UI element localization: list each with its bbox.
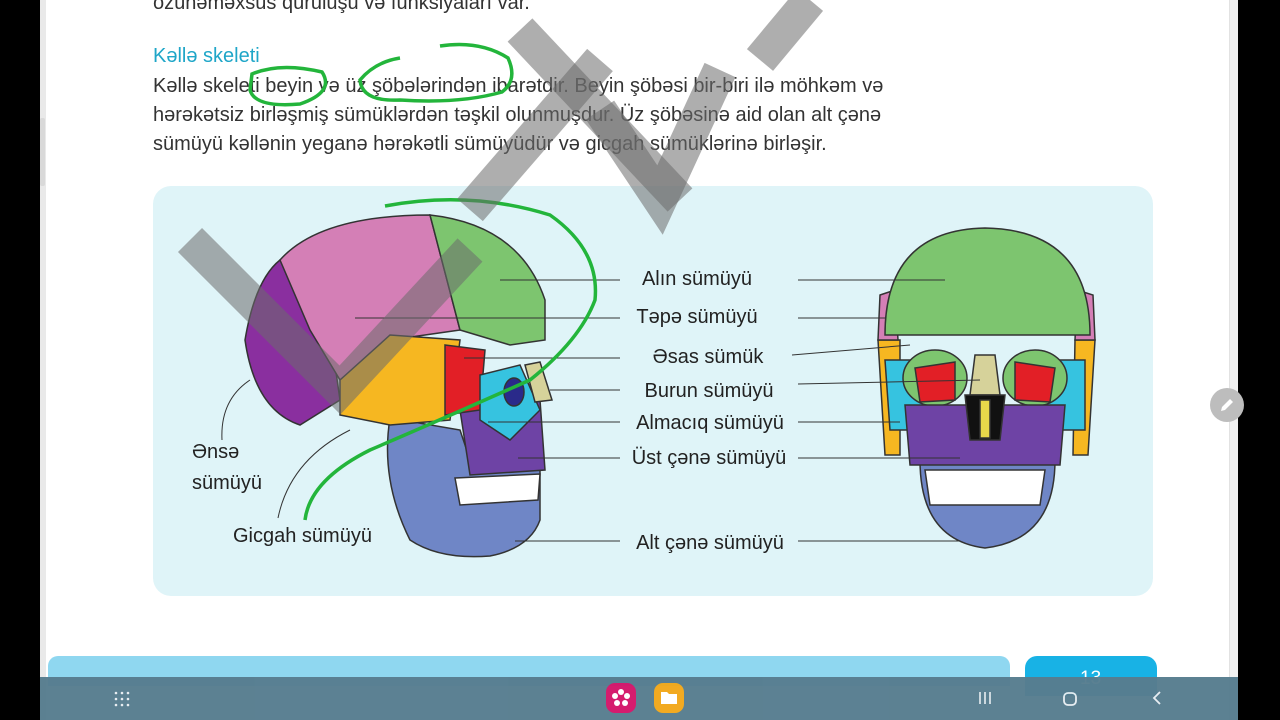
menu-lines-icon[interactable] [974,687,996,709]
pencil-icon [1221,399,1233,411]
label-occipital-line1: Ənsə [192,441,240,463]
back-icon[interactable] [1146,687,1168,709]
previous-paragraph-line: özünəməxsus quruluşu və funksiyaları var… [153,0,530,14]
leader-lines [221,279,981,542]
scroll-handle[interactable] [40,118,45,186]
label-nasal-bone: Burun sümüyü [644,380,774,402]
edit-button[interactable] [1210,388,1244,422]
label-zygomatic-bone: Almacıq sümüyü [636,412,784,434]
label-temporal-bone: Gicgah sümüyü [233,525,372,547]
skull-illustrations [221,42,1096,558]
front-skull [877,227,1096,549]
home-icon[interactable] [1058,687,1082,711]
page-left-edge [40,0,46,720]
label-maxilla-bone: Üst çənə sümüyü [631,447,787,469]
side-skull [244,214,553,558]
folder-app-icon[interactable] [654,683,684,713]
label-occipital-line2: sümüyü [192,472,263,494]
label-frontal-bone: Alın sümüyü [641,268,753,290]
android-navigation-bar [40,677,1238,720]
page-right-edge [1229,0,1238,720]
section-heading: Kəllə skeleti [153,45,260,67]
label-parietal-bone: Təpə sümüyü [636,306,758,328]
label-mandible-bone: Alt çənə sümüyü [636,532,784,554]
label-sphenoid-bone: Əsas sümük [652,346,764,368]
document-page: özünəməxsus quruluşu və funksiyaları var… [40,0,1238,720]
recent-apps-icon[interactable] [110,687,134,711]
flower-app-icon[interactable] [606,683,636,713]
